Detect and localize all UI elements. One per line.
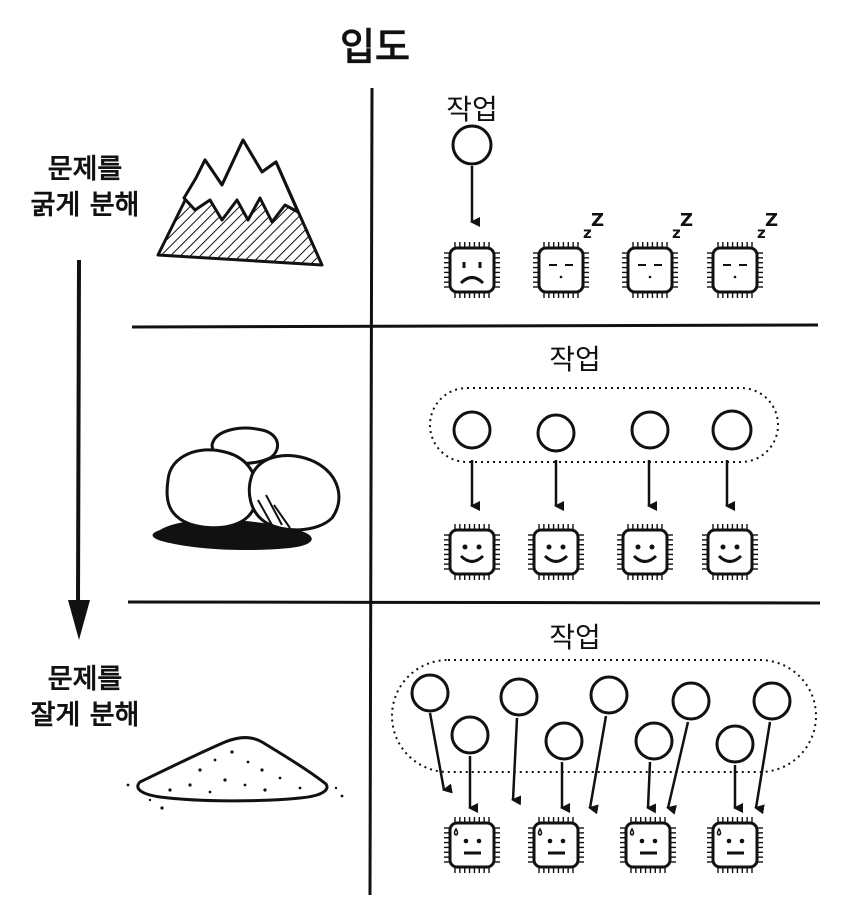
cpu-chip-icon <box>620 817 676 873</box>
vertical-divider <box>368 87 374 896</box>
task-circle-icon <box>752 681 792 721</box>
cpu-chip-icon <box>617 524 673 580</box>
fine-label-line-2: 잘게 분해 <box>30 700 140 731</box>
happy-face-icon <box>543 544 569 563</box>
cpu-chip-icon <box>444 242 500 298</box>
task-circle-icon <box>410 673 450 713</box>
sweat-drop-icon <box>716 827 722 836</box>
task-group-outline-row-3 <box>391 659 817 773</box>
task-label-row-3: 작업 <box>549 621 601 654</box>
happy-face-icon <box>717 544 743 563</box>
coarse-label-line-2: 굵게 분해 <box>30 190 140 221</box>
sweat-drop-icon <box>453 827 459 836</box>
task-arrow <box>588 715 608 815</box>
cpu-chip-icon <box>528 817 584 873</box>
sweat-drop-icon <box>537 827 543 836</box>
sweating-face-icon <box>716 827 745 855</box>
sweating-face-icon <box>537 827 566 855</box>
sleeping-face-icon <box>549 264 573 279</box>
task-arrow <box>666 721 690 815</box>
sleeping-face-icon <box>723 264 747 279</box>
task-circle-icon <box>711 409 753 451</box>
sleeping-face-icon <box>638 264 662 279</box>
task-arrow <box>428 712 453 794</box>
task-circle-icon <box>589 675 629 715</box>
task-circles-row-2 <box>452 409 753 453</box>
task-arrow <box>511 717 522 806</box>
task-circle-icon <box>630 410 670 450</box>
diagram-title: 입도 <box>340 25 410 69</box>
sleep-z-mark: Z <box>591 210 604 231</box>
sweating-face-icon <box>629 827 658 855</box>
task-circle-icon <box>536 413 576 453</box>
horizontal-divider-bottom <box>127 600 821 605</box>
down-arrow-icon <box>68 259 90 640</box>
sweating-face-icon <box>453 827 482 855</box>
cpu-chip-icon <box>707 817 763 873</box>
coarse-decomposition-label: 문제를 굵게 분해 <box>0 152 170 224</box>
sleep-z-mark: Z <box>765 210 778 231</box>
sleep-z-mark: z <box>757 224 766 242</box>
task-circle-icon <box>450 715 490 755</box>
cpu-chip-icon <box>528 524 584 580</box>
task-label-row-1: 작업 <box>446 93 498 126</box>
cpu-chip-icon <box>702 524 758 580</box>
task-circle-icon <box>452 410 492 450</box>
fine-label-line-1: 문제를 <box>47 664 123 695</box>
coarse-label-line-1: 문제를 <box>47 154 123 185</box>
boulders-icon <box>152 426 341 551</box>
task-arrow <box>646 761 657 814</box>
task-circle-icon <box>499 677 539 717</box>
task-circle-icon <box>671 681 711 721</box>
task-label-row-2: 작업 <box>549 343 601 376</box>
task-circles-row-3 <box>410 673 792 764</box>
happy-face-icon <box>459 544 485 563</box>
sweat-drop-icon <box>629 827 635 836</box>
sleep-z-mark: Z <box>680 210 693 231</box>
task-circle-icon <box>544 721 584 761</box>
fine-decomposition-label: 문제를 잘게 분해 <box>0 662 170 734</box>
task-circle-icon <box>634 721 674 761</box>
task-circle-icon <box>451 124 493 166</box>
cpu-chip-icon <box>444 817 500 873</box>
mountain-icon <box>156 138 324 267</box>
cpu-chip-icon: zZ <box>707 210 778 298</box>
sleep-z-mark: z <box>672 224 681 242</box>
cpu-chip-icon: zZ <box>622 210 693 298</box>
sleep-z-mark: z <box>583 224 592 242</box>
sad-face-icon <box>459 262 485 285</box>
happy-face-icon <box>632 544 658 563</box>
task-arrow <box>754 721 772 815</box>
task-circle-icon <box>715 724 755 764</box>
sand-pile-icon <box>126 736 344 810</box>
cpu-chip-icon <box>444 524 500 580</box>
cpu-chip-icon: zZ <box>533 210 604 298</box>
horizontal-divider-top <box>131 323 819 329</box>
